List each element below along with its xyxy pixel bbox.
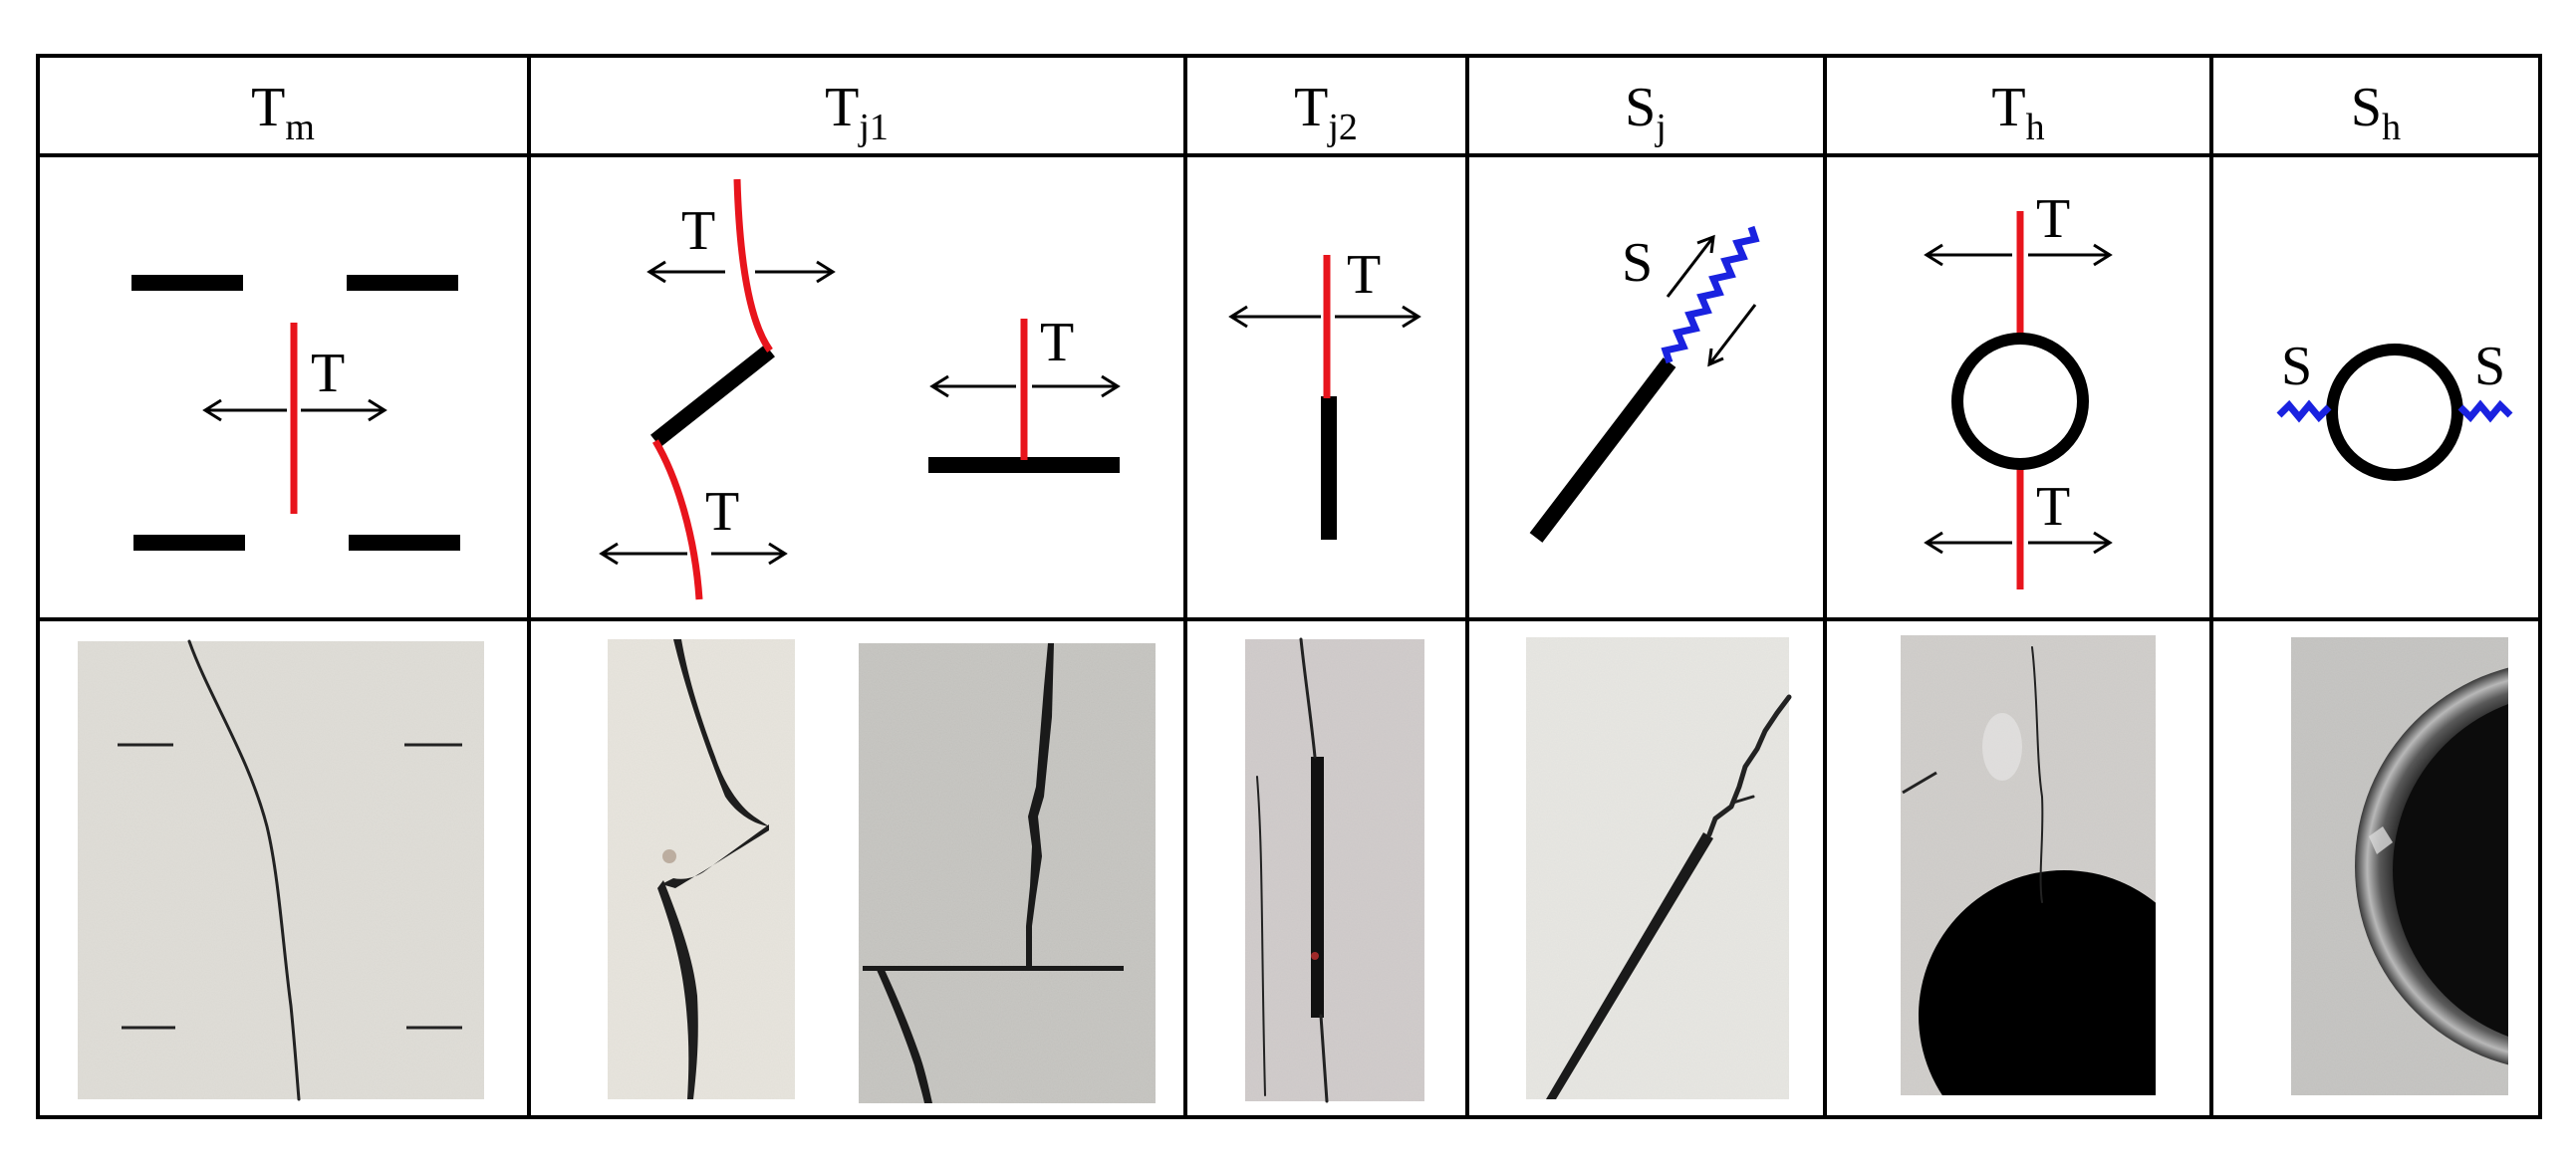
shear-label: S (2281, 336, 2312, 397)
photo-sj (1526, 637, 1792, 1099)
flaw (1546, 832, 1713, 1099)
schematic-th: T T (1924, 188, 2113, 589)
photo-sh (2291, 637, 2508, 1095)
schematic-tj1: T T T (599, 178, 1121, 600)
column-header-tj2: Tj2 (1294, 77, 1358, 148)
tension-label: T (1040, 312, 1074, 373)
crack (1299, 637, 1317, 759)
column-header-th: Th (1991, 77, 2044, 148)
flaw (650, 344, 775, 448)
crack (1706, 694, 1792, 837)
header-row: Tm Tj1 Tj2 Sj Th Sh (251, 77, 2401, 148)
column-header-sh: Sh (2351, 77, 2401, 148)
tension-arrows (646, 260, 836, 284)
flaw (1529, 357, 1676, 543)
crack (657, 880, 698, 1099)
tension-arrows (929, 374, 1121, 398)
tension-arrows (599, 542, 788, 566)
crack (187, 639, 301, 1101)
shear-label: S (1622, 232, 1653, 294)
tension-arrows (1228, 305, 1421, 329)
crack (1026, 643, 1054, 968)
shear-arrow (1707, 304, 1757, 367)
crack (1256, 776, 1266, 1096)
hole (1951, 333, 2089, 470)
tension-arrows (202, 398, 387, 422)
shear-crack (1661, 225, 1760, 364)
tensile-crack (733, 178, 773, 353)
photo-tm (78, 639, 484, 1101)
schematic-tm: T (131, 275, 460, 551)
tension-arrows (1924, 531, 2113, 555)
schematic-sj: S (1529, 225, 1760, 543)
table-grid (36, 54, 2542, 1119)
tension-arrows (1924, 243, 2113, 267)
crack (1319, 1014, 1329, 1103)
crack (673, 639, 769, 826)
schematic-sh: S S (2276, 336, 2513, 481)
crack (877, 970, 932, 1103)
column-header-tm: Tm (251, 77, 315, 148)
schematic-tj2: T (1228, 244, 1421, 540)
flaw (1311, 757, 1324, 1018)
flaw (863, 966, 1124, 971)
tension-label: T (681, 200, 715, 262)
flaw (1902, 771, 1937, 795)
photo-tj1-a (608, 639, 795, 1099)
tension-label: T (2036, 476, 2070, 538)
hole (1919, 870, 2156, 1095)
tension-label: T (2036, 188, 2070, 250)
hole (2326, 344, 2463, 481)
tension-label: T (311, 343, 345, 404)
crack (1731, 795, 1755, 805)
shear-label: S (2474, 336, 2505, 397)
tension-label: T (1347, 244, 1381, 306)
photo-th (1901, 635, 2156, 1095)
tensile-crack (651, 439, 703, 600)
shear-arrow (1666, 234, 1715, 298)
shear-crack (2276, 399, 2332, 423)
tension-label: T (705, 481, 739, 543)
crack (2031, 646, 2044, 903)
column-header-tj1: Tj1 (825, 77, 889, 148)
photo-tj1-b (859, 643, 1156, 1103)
flaw (661, 824, 769, 888)
shear-crack (2457, 399, 2513, 423)
photo-tj2 (1245, 637, 1424, 1103)
column-header-sj: Sj (1625, 77, 1667, 148)
